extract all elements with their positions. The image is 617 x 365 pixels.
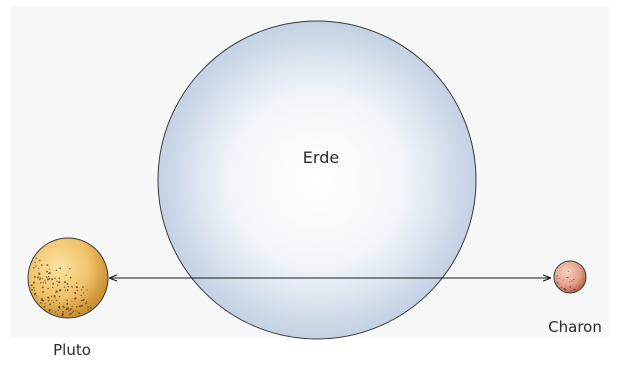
panel-bottom-strip [0,337,617,365]
earth-label: Erde [303,148,339,167]
charon-sphere [554,261,586,293]
earth-globe [158,21,476,339]
charon-label: Charon [548,318,602,336]
pluto-label: Pluto [53,341,91,359]
pluto-sphere [28,238,108,318]
